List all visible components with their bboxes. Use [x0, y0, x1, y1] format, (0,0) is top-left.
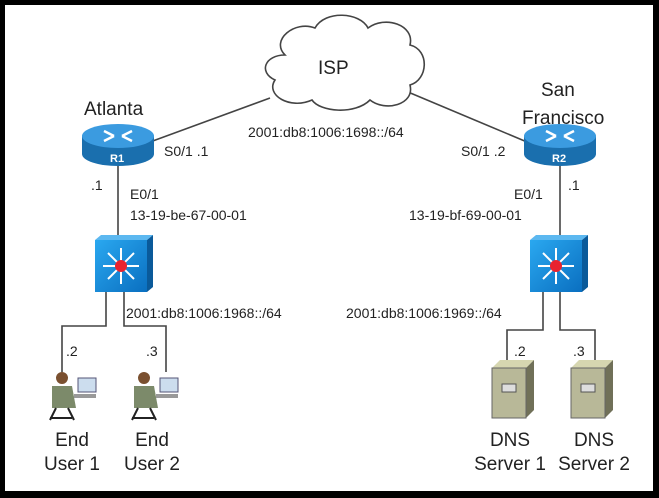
- isp-label: ISP: [318, 58, 349, 79]
- site-sf-label-line1: San: [541, 80, 575, 101]
- link-switch1-user2: [123, 290, 167, 372]
- host-label-line2: Server 2: [558, 454, 630, 475]
- site-sf-label-line2: Francisco: [522, 108, 604, 129]
- host-label-line1: DNS: [574, 430, 614, 451]
- switch1-icon[interactable]: [95, 235, 153, 292]
- end-user-2-icon[interactable]: [131, 372, 179, 421]
- host-label-line2: Server 1: [474, 454, 546, 475]
- r1-mac-label: 13-19-be-67-00-01: [130, 207, 247, 223]
- host-label-line1: End: [135, 430, 169, 451]
- link-r1-isp: [149, 97, 271, 143]
- wan-prefix-label: 2001:db8:1006:1698::/64: [248, 124, 404, 140]
- lan2-prefix-label: 2001:db8:1006:1969::/64: [346, 305, 502, 321]
- router-r2-label: R2: [552, 153, 566, 165]
- host-label-line2: User 2: [124, 454, 180, 475]
- r2-eth-if-label: E0/1: [514, 186, 543, 202]
- host-addr: .3: [573, 343, 585, 359]
- lan1-prefix-label: 2001:db8:1006:1968::/64: [126, 305, 282, 321]
- switch2-icon[interactable]: [530, 235, 588, 292]
- host-label-line2: User 1: [44, 454, 100, 475]
- host-label-line1: DNS: [490, 430, 530, 451]
- site-atlanta-label: Atlanta: [84, 99, 144, 120]
- r2-mac-label: 13-19-bf-69-00-01: [409, 207, 522, 223]
- router-r1-icon[interactable]: R1: [82, 124, 154, 166]
- dns-server-2-icon[interactable]: [570, 360, 613, 419]
- link-isp-r2: [407, 91, 528, 143]
- r2-lan-host-label: .1: [568, 177, 580, 193]
- router-r1-label: R1: [110, 153, 124, 165]
- r1-serial-label: S0/1 .1: [164, 143, 209, 159]
- dns-server-1-icon[interactable]: [491, 360, 534, 419]
- r1-eth-if-label: E0/1: [130, 186, 159, 202]
- host-label-line1: End: [55, 430, 89, 451]
- link-switch2-dns2: [559, 290, 596, 362]
- host-addr: .2: [514, 343, 526, 359]
- host-addr: .2: [66, 343, 78, 359]
- r1-lan-host-label: .1: [91, 177, 103, 193]
- host-addr: .3: [146, 343, 158, 359]
- end-user-1-icon[interactable]: [49, 372, 97, 421]
- link-switch1-user1: [61, 290, 107, 372]
- r2-serial-label: S0/1 .2: [461, 143, 506, 159]
- router-r2-icon[interactable]: R2: [524, 124, 596, 166]
- link-switch2-dns1: [506, 290, 544, 362]
- isp-cloud-icon: [264, 14, 425, 111]
